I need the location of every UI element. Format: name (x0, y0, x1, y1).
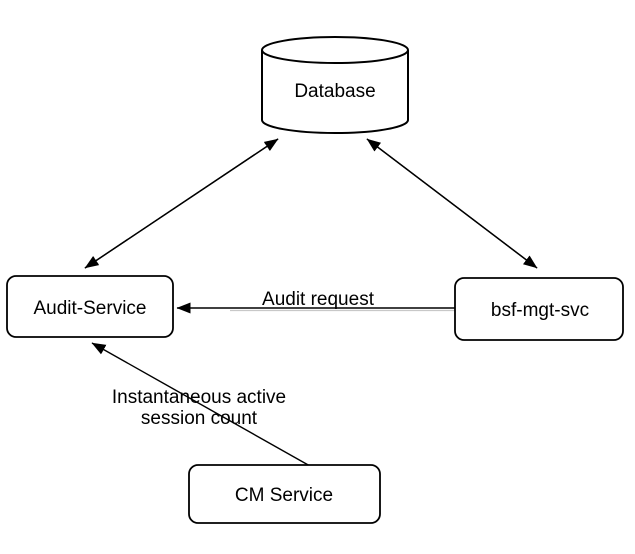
audit-service-box-shape (6, 275, 174, 338)
node-database: Database (261, 36, 409, 134)
bsf-mgt-svc-box-shape (454, 277, 624, 341)
node-bsf-mgt-svc: bsf-mgt-svc (454, 277, 624, 341)
node-audit-service-label: Audit-Service (34, 298, 147, 319)
edge-label-session-count-line2: session count (141, 408, 258, 429)
database-cylinder-top-shape (261, 36, 409, 64)
edge-line (366, 138, 538, 269)
database-cylinder-body-shape (261, 50, 409, 134)
edge-cm-service-audit-service: Instantaneous active session count (91, 342, 311, 467)
node-database-label: Database (294, 81, 375, 102)
edge-line (91, 342, 311, 467)
edge-audit-service-database (84, 138, 279, 269)
edge-label-session-count-line1: Instantaneous active (112, 387, 286, 408)
node-cm-service-label: CM Service (235, 485, 333, 506)
node-cm-service: CM Service (188, 464, 381, 524)
cm-service-box-shape (188, 464, 381, 524)
edge-bsf-mgt-svc-database (366, 138, 538, 269)
node-bsf-mgt-svc-label: bsf-mgt-svc (491, 300, 589, 321)
node-audit-service: Audit-Service (6, 275, 174, 338)
edge-line (84, 138, 279, 269)
edge-label-audit-request: Audit request (262, 289, 375, 310)
edge-bsf-mgt-svc-audit-service: Audit request (176, 289, 455, 314)
